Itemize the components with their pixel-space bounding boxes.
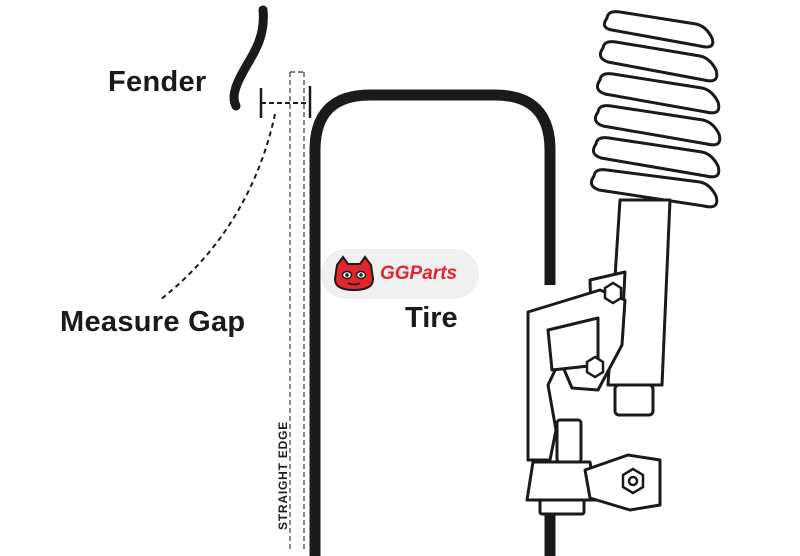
straight-edge-label: STRAIGHT EDGE	[276, 420, 290, 530]
tire-label: Tire	[405, 302, 458, 334]
fender-outline	[229, 5, 268, 111]
straight-edge	[289, 71, 305, 552]
tire-outline	[309, 89, 556, 556]
measure-gap-label: Measure Gap	[60, 306, 246, 338]
fender-label: Fender	[108, 66, 207, 98]
measure-gap-leader	[159, 113, 276, 301]
mascot-logo-icon	[333, 255, 375, 292]
strut-bolts	[585, 281, 645, 495]
watermark-brand-text: GGParts	[380, 263, 458, 284]
coil-spring	[589, 10, 722, 209]
strut-assembly	[525, 198, 672, 516]
gap-measurement-marker	[259, 86, 312, 118]
watermark-badge: GGParts	[321, 249, 479, 299]
